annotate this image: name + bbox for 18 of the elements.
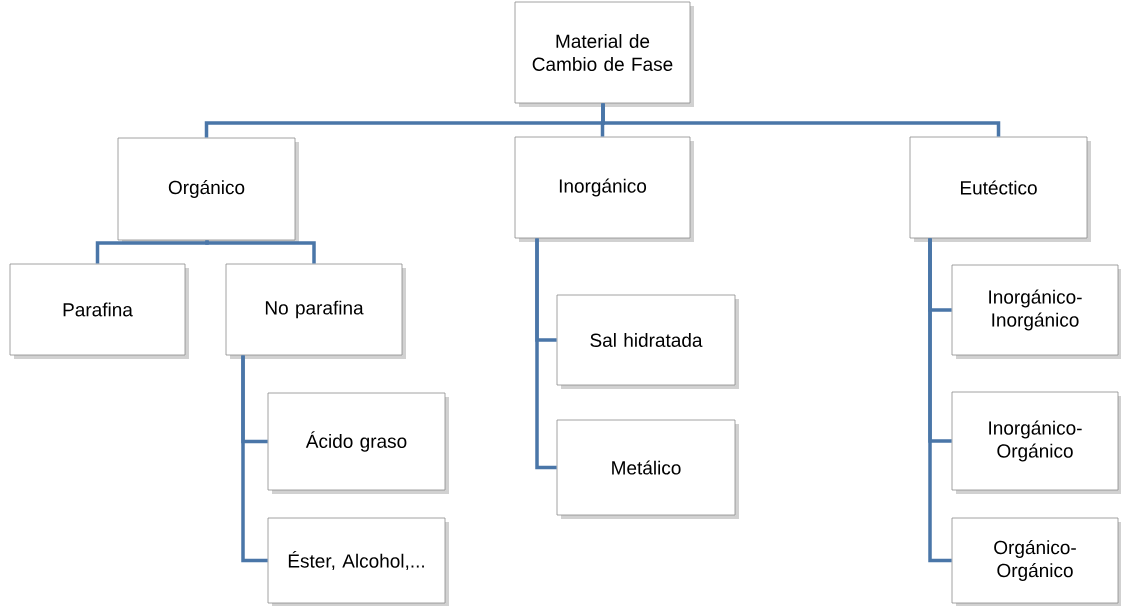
category-box: Parafina: [9, 263, 189, 359]
category-box: Material de Cambio de Fase: [514, 1, 694, 107]
category-box: Orgánico- Orgánico: [951, 517, 1121, 606]
category-box: Éster, Alcohol,...: [267, 517, 449, 606]
category-box: Metálico: [556, 419, 739, 519]
connector-line: [241, 355, 268, 563]
connector-line: [601, 103, 1001, 137]
category-box: Inorgánico- Inorgánico: [951, 264, 1121, 359]
category-box: Inorgánico- Orgánico: [951, 391, 1121, 494]
category-box: Ácido graso: [267, 392, 449, 494]
category-box: Orgánico: [117, 137, 299, 244]
connector-line: [928, 238, 952, 563]
category-box: Inorgánico: [514, 136, 694, 242]
category-box: No parafina: [225, 263, 406, 359]
connector-line: [205, 240, 316, 264]
category-box: Eutéctico: [909, 136, 1091, 242]
category-box: Sal hidratada: [556, 294, 739, 389]
connector-line: [535, 238, 557, 470]
